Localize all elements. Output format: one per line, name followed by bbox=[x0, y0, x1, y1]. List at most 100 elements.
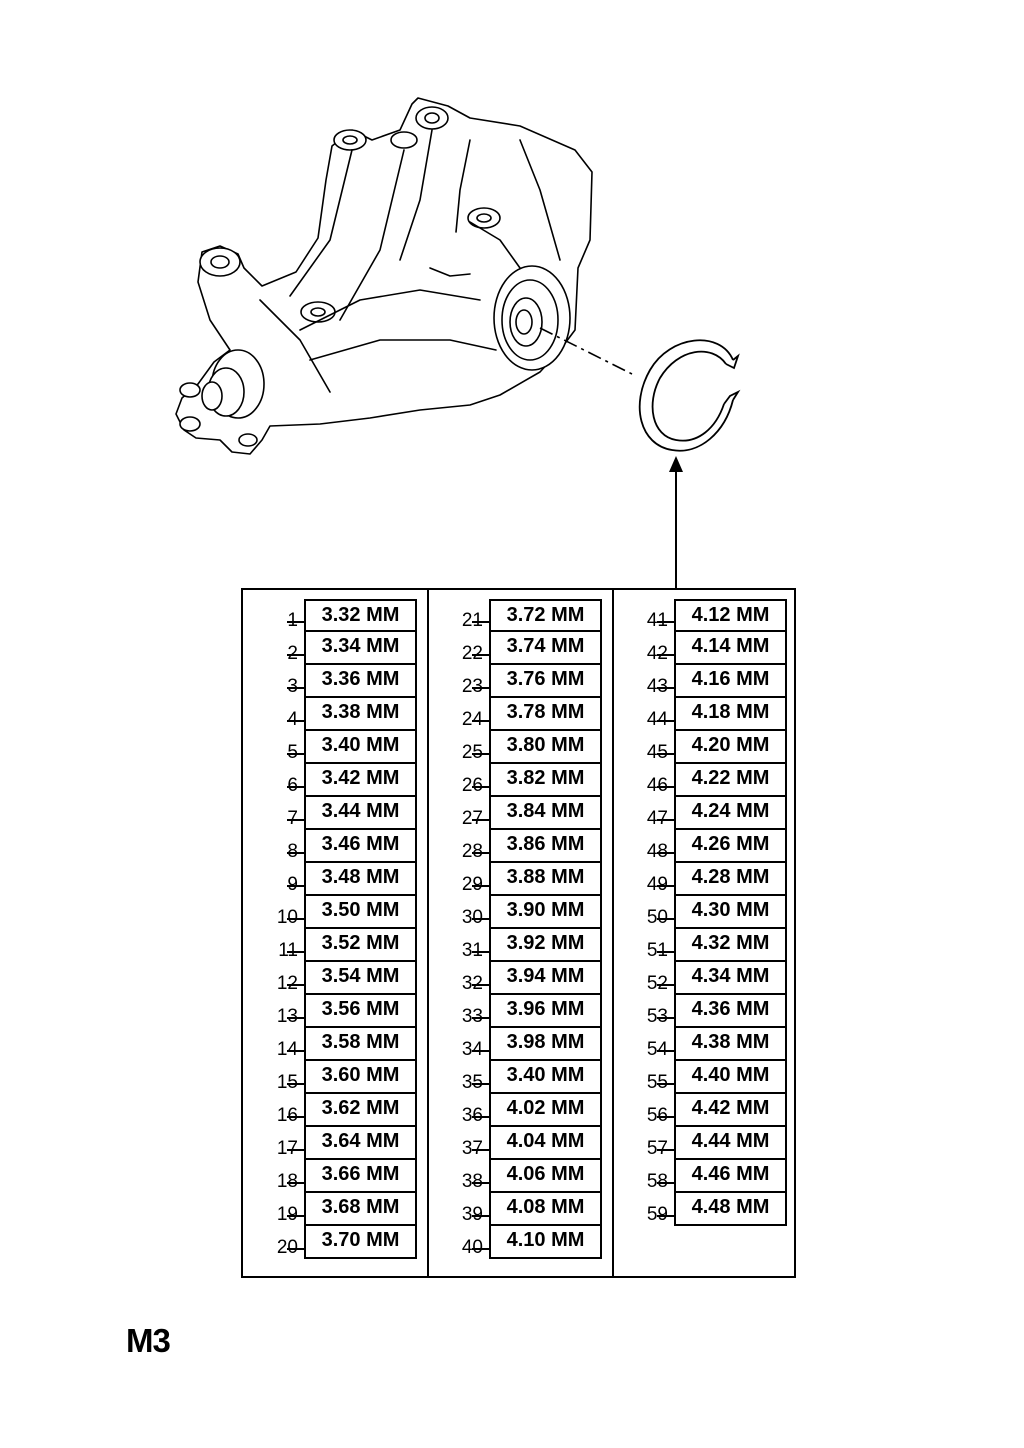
size-value: 3.72 MM bbox=[489, 599, 602, 632]
size-value: 3.60 MM bbox=[304, 1061, 417, 1094]
item-number: 19 bbox=[276, 1204, 298, 1225]
leader-line bbox=[287, 1182, 304, 1184]
leader-line bbox=[287, 852, 304, 854]
leader-line bbox=[287, 984, 304, 986]
item-number: 5 bbox=[287, 742, 298, 763]
size-value: 3.98 MM bbox=[489, 1028, 602, 1061]
table-row: 19 3.68 MM bbox=[243, 1193, 428, 1226]
item-number: 53 bbox=[646, 1006, 668, 1027]
leader-line bbox=[287, 753, 304, 755]
item-number: 4 bbox=[287, 709, 298, 730]
size-value: 4.22 MM bbox=[674, 764, 787, 797]
item-number: 51 bbox=[646, 940, 668, 961]
item-number: 48 bbox=[646, 841, 668, 862]
table-row: 15 3.60 MM bbox=[243, 1061, 428, 1094]
leader-line bbox=[472, 918, 489, 920]
size-value: 3.90 MM bbox=[489, 896, 602, 929]
size-value: 3.82 MM bbox=[489, 764, 602, 797]
leader-line bbox=[472, 1215, 489, 1217]
leader-line bbox=[657, 753, 674, 755]
item-number: 6 bbox=[287, 775, 298, 796]
leader-line bbox=[657, 1017, 674, 1019]
item-number: 56 bbox=[646, 1105, 668, 1126]
item-number: 1 bbox=[287, 610, 298, 631]
leader-line bbox=[287, 786, 304, 788]
leader-line bbox=[657, 852, 674, 854]
leader-line bbox=[472, 1116, 489, 1118]
table-row: 46 4.22 MM bbox=[613, 764, 798, 797]
leader-line bbox=[287, 1215, 304, 1217]
size-value: 3.80 MM bbox=[489, 731, 602, 764]
size-value: 3.94 MM bbox=[489, 962, 602, 995]
leader-line bbox=[287, 1050, 304, 1052]
size-value: 3.42 MM bbox=[304, 764, 417, 797]
leader-line bbox=[287, 1017, 304, 1019]
leader-line bbox=[657, 1182, 674, 1184]
size-value: 3.68 MM bbox=[304, 1193, 417, 1226]
size-value: 4.46 MM bbox=[674, 1160, 787, 1193]
item-number: 50 bbox=[646, 907, 668, 928]
item-number: 15 bbox=[276, 1072, 298, 1093]
size-value: 3.32 MM bbox=[304, 599, 417, 632]
size-value: 3.54 MM bbox=[304, 962, 417, 995]
item-number: 21 bbox=[461, 610, 483, 631]
leader-line bbox=[472, 687, 489, 689]
item-number: 39 bbox=[461, 1204, 483, 1225]
size-value: 3.64 MM bbox=[304, 1127, 417, 1160]
size-value: 4.10 MM bbox=[489, 1226, 602, 1259]
size-value: 3.38 MM bbox=[304, 698, 417, 731]
differential-housing-drawing bbox=[175, 97, 593, 455]
item-number: 17 bbox=[276, 1138, 298, 1159]
size-value: 3.44 MM bbox=[304, 797, 417, 830]
item-number: 22 bbox=[461, 643, 483, 664]
size-value: 3.96 MM bbox=[489, 995, 602, 1028]
size-value: 3.36 MM bbox=[304, 665, 417, 698]
leader-line bbox=[287, 918, 304, 920]
item-number: 16 bbox=[276, 1105, 298, 1126]
table-row: 4 3.38 MM bbox=[243, 698, 428, 731]
item-number: 28 bbox=[461, 841, 483, 862]
size-value: 4.26 MM bbox=[674, 830, 787, 863]
item-number: 26 bbox=[461, 775, 483, 796]
item-number: 47 bbox=[646, 808, 668, 829]
leader-line bbox=[287, 621, 304, 623]
item-number: 35 bbox=[461, 1072, 483, 1093]
item-number: 37 bbox=[461, 1138, 483, 1159]
size-value: 3.62 MM bbox=[304, 1094, 417, 1127]
item-number: 30 bbox=[461, 907, 483, 928]
item-number: 32 bbox=[461, 973, 483, 994]
leader-line bbox=[472, 1017, 489, 1019]
leader-line bbox=[287, 819, 304, 821]
item-number: 12 bbox=[276, 973, 298, 994]
leader-line bbox=[657, 1116, 674, 1118]
page-label: M3 bbox=[126, 1322, 171, 1359]
column-divider bbox=[427, 590, 429, 1276]
leader-line bbox=[287, 1149, 304, 1151]
item-number: 3 bbox=[287, 676, 298, 697]
item-number: 46 bbox=[646, 775, 668, 796]
leader-line bbox=[657, 720, 674, 722]
size-value: 3.70 MM bbox=[304, 1226, 417, 1259]
item-number: 59 bbox=[646, 1204, 668, 1225]
